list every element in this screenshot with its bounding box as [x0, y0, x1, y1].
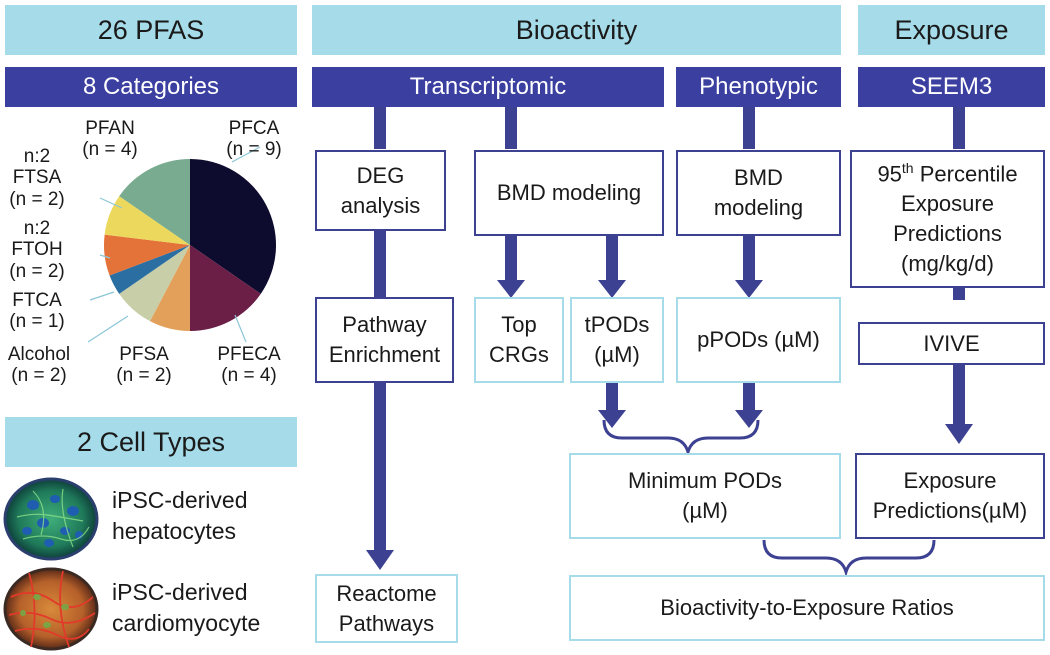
leader-ftoh [99, 254, 111, 259]
arrow-deg-long [374, 382, 386, 552]
hepatocyte-image [3, 477, 99, 561]
leader-pfeca [234, 314, 247, 343]
pie-slice-alcohol [119, 245, 190, 322]
leader-alcohol [87, 315, 129, 343]
ber-box: Bioactivity-to-Exposure Ratios [569, 575, 1045, 641]
pie-slice-pfsa [150, 245, 190, 331]
cell-types-header: 2 Cell Types [5, 417, 297, 467]
arrowhead-exposure [945, 424, 973, 444]
exposure-title: Exposure [858, 5, 1045, 55]
arrowhead-tpods-out [598, 410, 626, 428]
cardiomyocyte-image [3, 567, 99, 651]
arrow-seem-ivive [953, 288, 965, 300]
pie-slice-pfeca [190, 245, 261, 331]
pie-slice-ftsa [104, 196, 190, 245]
arrow-ppods-out [743, 382, 755, 412]
bmd-modeling-transcriptomic-box: BMD modeling [474, 150, 664, 236]
arrow-tpods-in [606, 234, 618, 282]
ppods-box: pPODs (µM) [676, 297, 841, 383]
pie-leader-lines [87, 146, 261, 343]
pfas-title: 26 PFAS [5, 5, 297, 55]
pie-slice-pfca [190, 159, 276, 294]
pie-label-ftca: FTCA(n = 1) [9, 290, 65, 333]
arrow-pheno-top [743, 107, 755, 149]
pie-slices [104, 159, 276, 331]
arrow-topcrg [505, 234, 517, 282]
percentile-predictions-box: 95th Percentile Exposure Predictions (mg… [850, 150, 1045, 288]
phenotypic-header: Phenotypic [676, 67, 841, 107]
ivive-box: IVIVE [858, 322, 1045, 365]
leader-pfca [231, 146, 261, 163]
pie-label-alcohol: Alcohol(n = 2) [7, 344, 71, 387]
categories-header: 8 Categories [5, 67, 297, 107]
pie-label-pfeca: PFECA(n = 4) [217, 344, 281, 387]
pie-slice-ftoh [104, 234, 190, 276]
arrowhead-tpods [598, 280, 626, 298]
bracket-pods [602, 419, 760, 458]
tpods-box: tPODs(µM) [570, 297, 664, 383]
arrowhead-ppods-out [735, 410, 763, 428]
leader-ftsa [99, 197, 123, 209]
arrow-seem-top [953, 107, 965, 149]
arrow-ivive-out [953, 364, 965, 426]
arrowhead-reactome [366, 550, 394, 570]
arrowhead-ppods [735, 280, 763, 298]
arrow-ppods-in [743, 234, 755, 282]
minimum-pods-box: Minimum PODs(µM) [569, 453, 841, 539]
leader-ftca [89, 291, 115, 301]
bioactivity-title: Bioactivity [312, 5, 841, 55]
pie-label-pfan: PFAN(n = 4) [82, 118, 138, 161]
arrow-deg-mid [374, 229, 386, 299]
bracket-ber [762, 539, 936, 578]
seem3-header: SEEM3 [858, 67, 1045, 107]
pie-slice-ftca [109, 245, 190, 294]
arrow-deg-top [374, 107, 386, 149]
arrowhead-topcrg [497, 280, 525, 298]
transcriptomic-header: Transcriptomic [312, 67, 664, 107]
arrow-bmd-top [505, 107, 517, 149]
pie-label-pfsa: PFSA(n = 2) [116, 344, 172, 387]
pie-slice-pfan [119, 159, 190, 245]
pie-label-pfca: PFCA(n = 9) [226, 118, 282, 161]
arrow-tpods-out [606, 382, 618, 412]
